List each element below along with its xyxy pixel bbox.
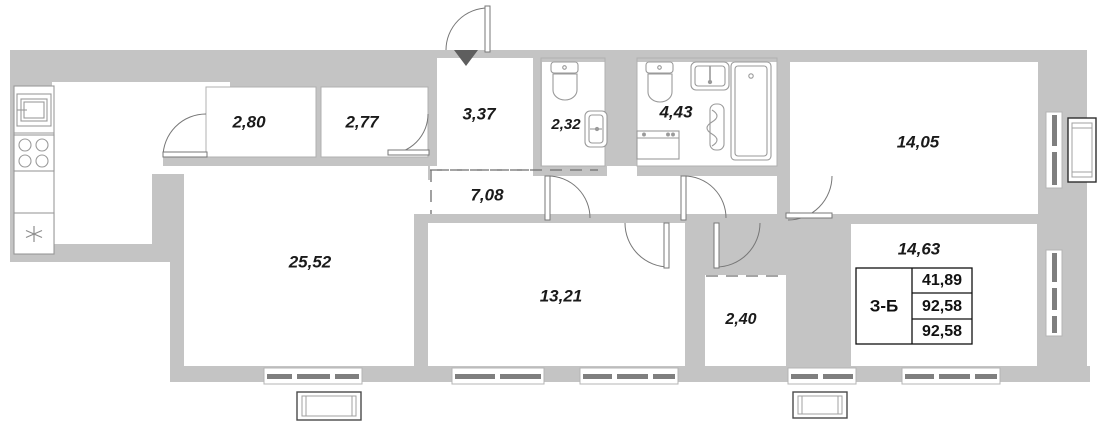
wall-storage-right-2: [786, 275, 800, 371]
window-right-lower: [1045, 249, 1063, 337]
door-bedroom-right: [785, 175, 833, 221]
partition-walls-top: [10, 50, 1090, 382]
wall-right-vertical-2: [838, 214, 851, 372]
window-bedroom-center-right: [579, 367, 679, 385]
window-bedroom-center-left: [451, 367, 545, 385]
outline-closet-b: [320, 86, 429, 158]
ac-unit-icon: [792, 391, 848, 419]
wall-topmid: [230, 50, 428, 87]
refill-bedroom-center: [428, 223, 685, 366]
wall-bc-right-2: [685, 223, 705, 372]
door-wc: [544, 175, 591, 221]
kitchen-fixtures: [13, 85, 55, 255]
toilet-icon: [645, 61, 674, 103]
ac-unit-icon: [296, 391, 362, 421]
legend-type-label: З-Б: [870, 296, 899, 315]
area-label-corridor: 7,08: [470, 185, 504, 204]
wall-corridor-bottom-2: [414, 214, 786, 223]
stove-icon: [13, 134, 55, 172]
refill-storage: [705, 276, 786, 366]
opening-dashes: [430, 169, 786, 277]
window-right-upper: [1045, 111, 1097, 189]
wc-fixtures: [550, 61, 608, 148]
wall-top-right-strip: [542, 50, 1087, 62]
area-label-bathroom: 4,43: [658, 102, 693, 121]
door-closet-a: [162, 113, 208, 158]
area-label-closet-b: 2,77: [344, 112, 380, 131]
wall-living-right-2: [414, 214, 428, 372]
refrigerator-icon: [13, 212, 55, 255]
legend-overall-area: 92,58: [922, 323, 962, 340]
wall-wc-bottom-2: [533, 166, 607, 176]
wall-closet-divider-2: [316, 87, 321, 157]
wall-bath-bottom-2: [637, 166, 790, 176]
bathroom-fixtures: [636, 61, 772, 161]
legend-table: З-Б 41,89 92,58 92,58: [855, 267, 973, 345]
refill-closet-b: [321, 87, 428, 157]
windows: [263, 111, 1097, 421]
sink-icon: [16, 93, 52, 127]
wall-closet-bottom-2: [163, 157, 431, 166]
area-label-closet-a: 2,80: [231, 112, 266, 131]
outline-bath: [636, 57, 778, 167]
wall-hall-left-2: [428, 50, 437, 166]
entrance-arrow: [454, 50, 478, 66]
area-label-storage: 2,40: [724, 311, 756, 328]
refill-hall: [437, 58, 533, 166]
door-bedroom-center: [624, 222, 670, 269]
refill-bedroom-right: [790, 62, 1038, 214]
wall-wc-right-2: [605, 50, 637, 166]
washbasin-icon: [690, 61, 730, 91]
area-label-living-kitchen: 25,52: [288, 252, 332, 271]
area-label-wc: 2,32: [550, 116, 581, 133]
washbasin-icon: [584, 110, 608, 148]
area-label-bedroom-right: 14,05: [897, 132, 940, 151]
doors: [162, 5, 833, 269]
washing-machine-icon: [636, 130, 680, 160]
window-living: [263, 367, 363, 421]
legend-total-area: 92,58: [922, 298, 962, 315]
toilet-icon: [550, 61, 579, 101]
door-closet-b: [387, 113, 430, 156]
area-labels: 2,80 2,77 3,37 2,32 4,43 14,05 7,08 25,5…: [231, 102, 940, 328]
outline-closet-a: [205, 86, 317, 158]
wall-bath-right-2: [777, 50, 790, 220]
door-bathroom: [680, 175, 727, 221]
window-bedroom-lower-right: [901, 367, 1001, 385]
door-entrance: [445, 5, 491, 53]
wall-outlines: [205, 57, 778, 167]
area-label-bedroom-lower-right: 14,63: [898, 239, 941, 258]
ac-unit-icon: [1067, 117, 1097, 183]
window-storage: [787, 367, 857, 419]
area-label-entrance-hall: 3,37: [462, 104, 497, 123]
legend-living-area: 41,89: [922, 272, 962, 289]
bathtub-icon: [730, 61, 772, 161]
door-bedroom-lower-right: [713, 222, 761, 269]
towel-radiator-icon: [706, 103, 725, 151]
wall-hall-right-2: [533, 50, 542, 166]
wall-left-lower-2: [170, 260, 184, 372]
area-label-bedroom-center: 13,21: [540, 286, 583, 305]
